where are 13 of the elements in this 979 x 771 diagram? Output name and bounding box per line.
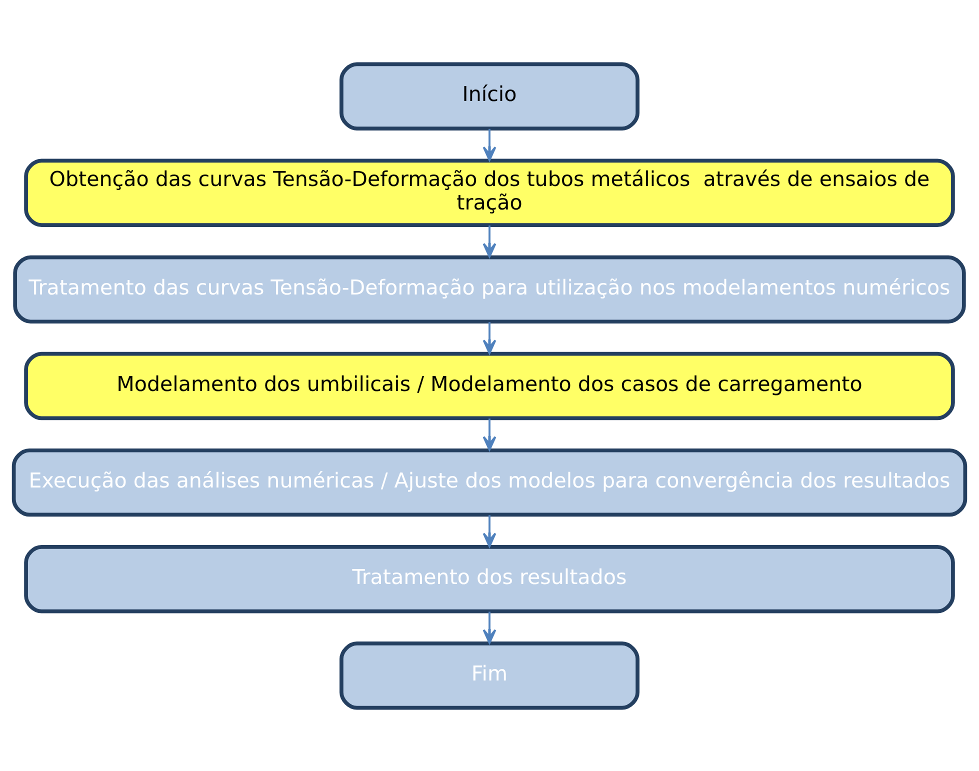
arrow [482,128,496,161]
node-box: Início [340,62,640,130]
arrow [482,514,496,547]
node-box: Tratamento das curvas Tensão-Deformação para utilização nos modelamentos numéricos [13,254,966,324]
node-box: Obtenção das curvas Tensão-Deformação dos tubos metálicos através de ensaios de tração [24,158,955,226]
arrow [482,322,496,354]
node-box: Fim [340,641,640,710]
arrow [482,611,496,644]
arrow [482,418,496,450]
node-box: Modelamento dos umbilicais / Modelamento dos casos de carregamento [24,351,955,420]
node-box: Execução das análises numéricas / Ajuste dos modelos para convergência dos resultados [12,448,968,516]
arrow [482,224,496,258]
node-box: Tratamento dos resultados [24,544,955,613]
